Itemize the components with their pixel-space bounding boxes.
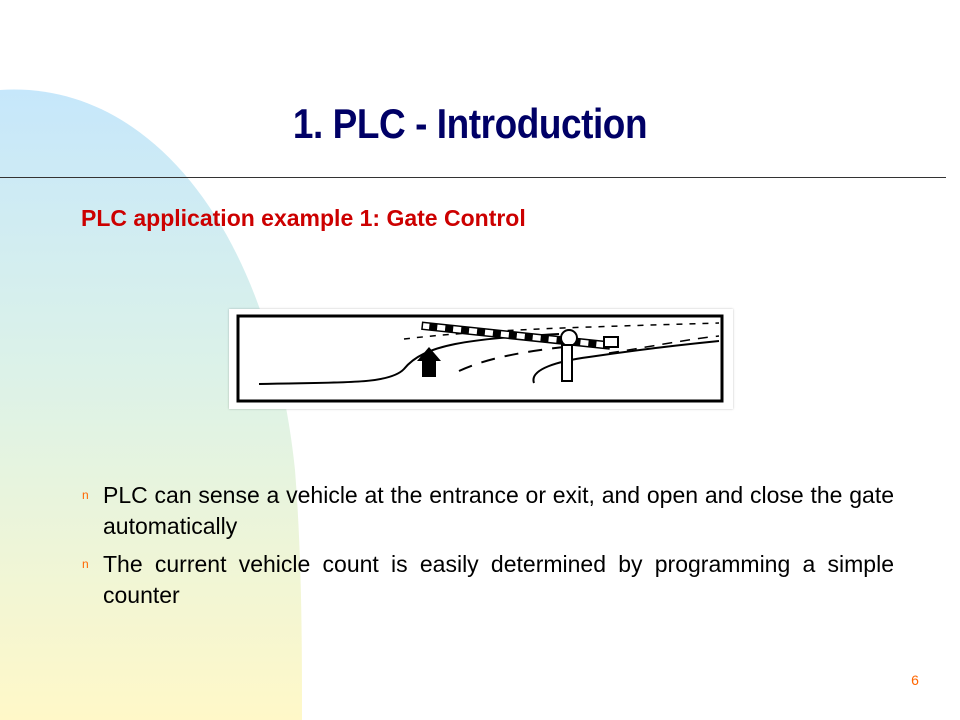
slide-subtitle: PLC application example 1: Gate Control [81, 205, 526, 231]
page-number: 6 [911, 672, 919, 688]
slide-title: 1. PLC - Introduction [292, 100, 648, 147]
title-divider [0, 177, 946, 178]
bullet-item: n The current vehicle count is easily de… [82, 549, 894, 611]
bullet-marker-icon: n [82, 557, 89, 571]
bullet-marker-icon: n [82, 488, 89, 502]
bullet-text: PLC can sense a vehicle at the entrance … [103, 482, 894, 539]
gate-control-icon [236, 314, 724, 403]
bullet-text: The current vehicle count is easily dete… [103, 551, 894, 608]
bullet-item: n PLC can sense a vehicle at the entranc… [82, 480, 894, 542]
gate-control-diagram [229, 309, 733, 409]
bullet-list: n PLC can sense a vehicle at the entranc… [82, 480, 894, 618]
